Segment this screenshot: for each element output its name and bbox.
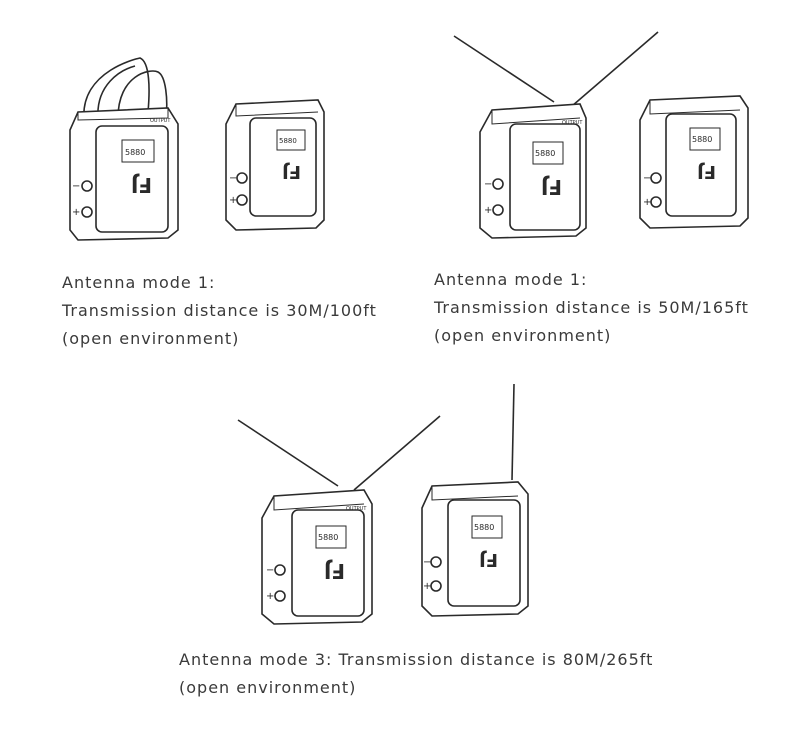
svg-text:5880: 5880 — [279, 137, 297, 145]
panel-mode1-loop: 5880 FJ − + OUTPUT 5880 FJ − + Antenna m… — [0, 0, 400, 360]
caption-title-distance: Antenna mode 3: Transmission distance is… — [179, 650, 654, 669]
svg-text:−: − — [72, 181, 80, 192]
panel-mode1-whip: 5880 FJ − + OUTPUT 5880 FJ − + Antenna m… — [400, 0, 800, 360]
svg-text:5880: 5880 — [125, 148, 145, 157]
svg-text:−: − — [229, 173, 237, 184]
caption-mode1-loop: Antenna mode 1: Transmission distance is… — [62, 269, 377, 353]
panel-mode3: 5880 FJ − + OUTPUT 5880 FJ − + Antenna m… — [0, 370, 800, 756]
svg-text:OUTPUT: OUTPUT — [562, 120, 583, 126]
svg-text:FJ: FJ — [282, 161, 301, 182]
device-illustration-whip: 5880 FJ − + OUTPUT 5880 FJ − + — [453, 31, 749, 239]
caption-environment: (open environment) — [434, 326, 612, 345]
caption-mode3: Antenna mode 3: Transmission distance is… — [179, 646, 653, 702]
svg-text:+: + — [266, 591, 274, 602]
caption-distance: Transmission distance is 50M/165ft — [434, 298, 749, 317]
svg-text:FJ: FJ — [324, 559, 345, 583]
svg-text:FJ: FJ — [697, 161, 716, 182]
svg-text:−: − — [266, 565, 274, 576]
svg-text:+: + — [72, 207, 80, 218]
device-illustration-mode3: 5880 FJ − + OUTPUT 5880 FJ − + — [237, 383, 529, 625]
svg-text:FJ: FJ — [479, 549, 498, 570]
svg-text:5880: 5880 — [474, 523, 494, 532]
svg-text:+: + — [229, 195, 237, 206]
caption-distance: Transmission distance is 30M/100ft — [62, 301, 377, 320]
svg-text:OUTPUT: OUTPUT — [346, 506, 367, 512]
svg-text:−: − — [643, 173, 651, 184]
svg-text:FJ: FJ — [541, 175, 562, 199]
svg-text:5880: 5880 — [535, 149, 555, 158]
svg-text:+: + — [643, 197, 651, 208]
device-illustration-loop: 5880 FJ − + OUTPUT 5880 FJ − + — [69, 57, 325, 241]
svg-text:+: + — [484, 205, 492, 216]
svg-text:5880: 5880 — [318, 533, 338, 542]
caption-title: Antenna mode 1: — [62, 273, 216, 292]
svg-text:FJ: FJ — [131, 173, 152, 197]
svg-text:5880: 5880 — [692, 135, 712, 144]
svg-text:−: − — [484, 179, 492, 190]
svg-text:−: − — [423, 557, 431, 568]
caption-mode1-whip: Antenna mode 1: Transmission distance is… — [434, 266, 749, 350]
svg-text:OUTPUT: OUTPUT — [150, 118, 171, 124]
svg-text:+: + — [423, 581, 431, 592]
caption-environment: (open environment) — [62, 329, 240, 348]
caption-environment: (open environment) — [179, 678, 357, 697]
caption-title: Antenna mode 1: — [434, 270, 588, 289]
